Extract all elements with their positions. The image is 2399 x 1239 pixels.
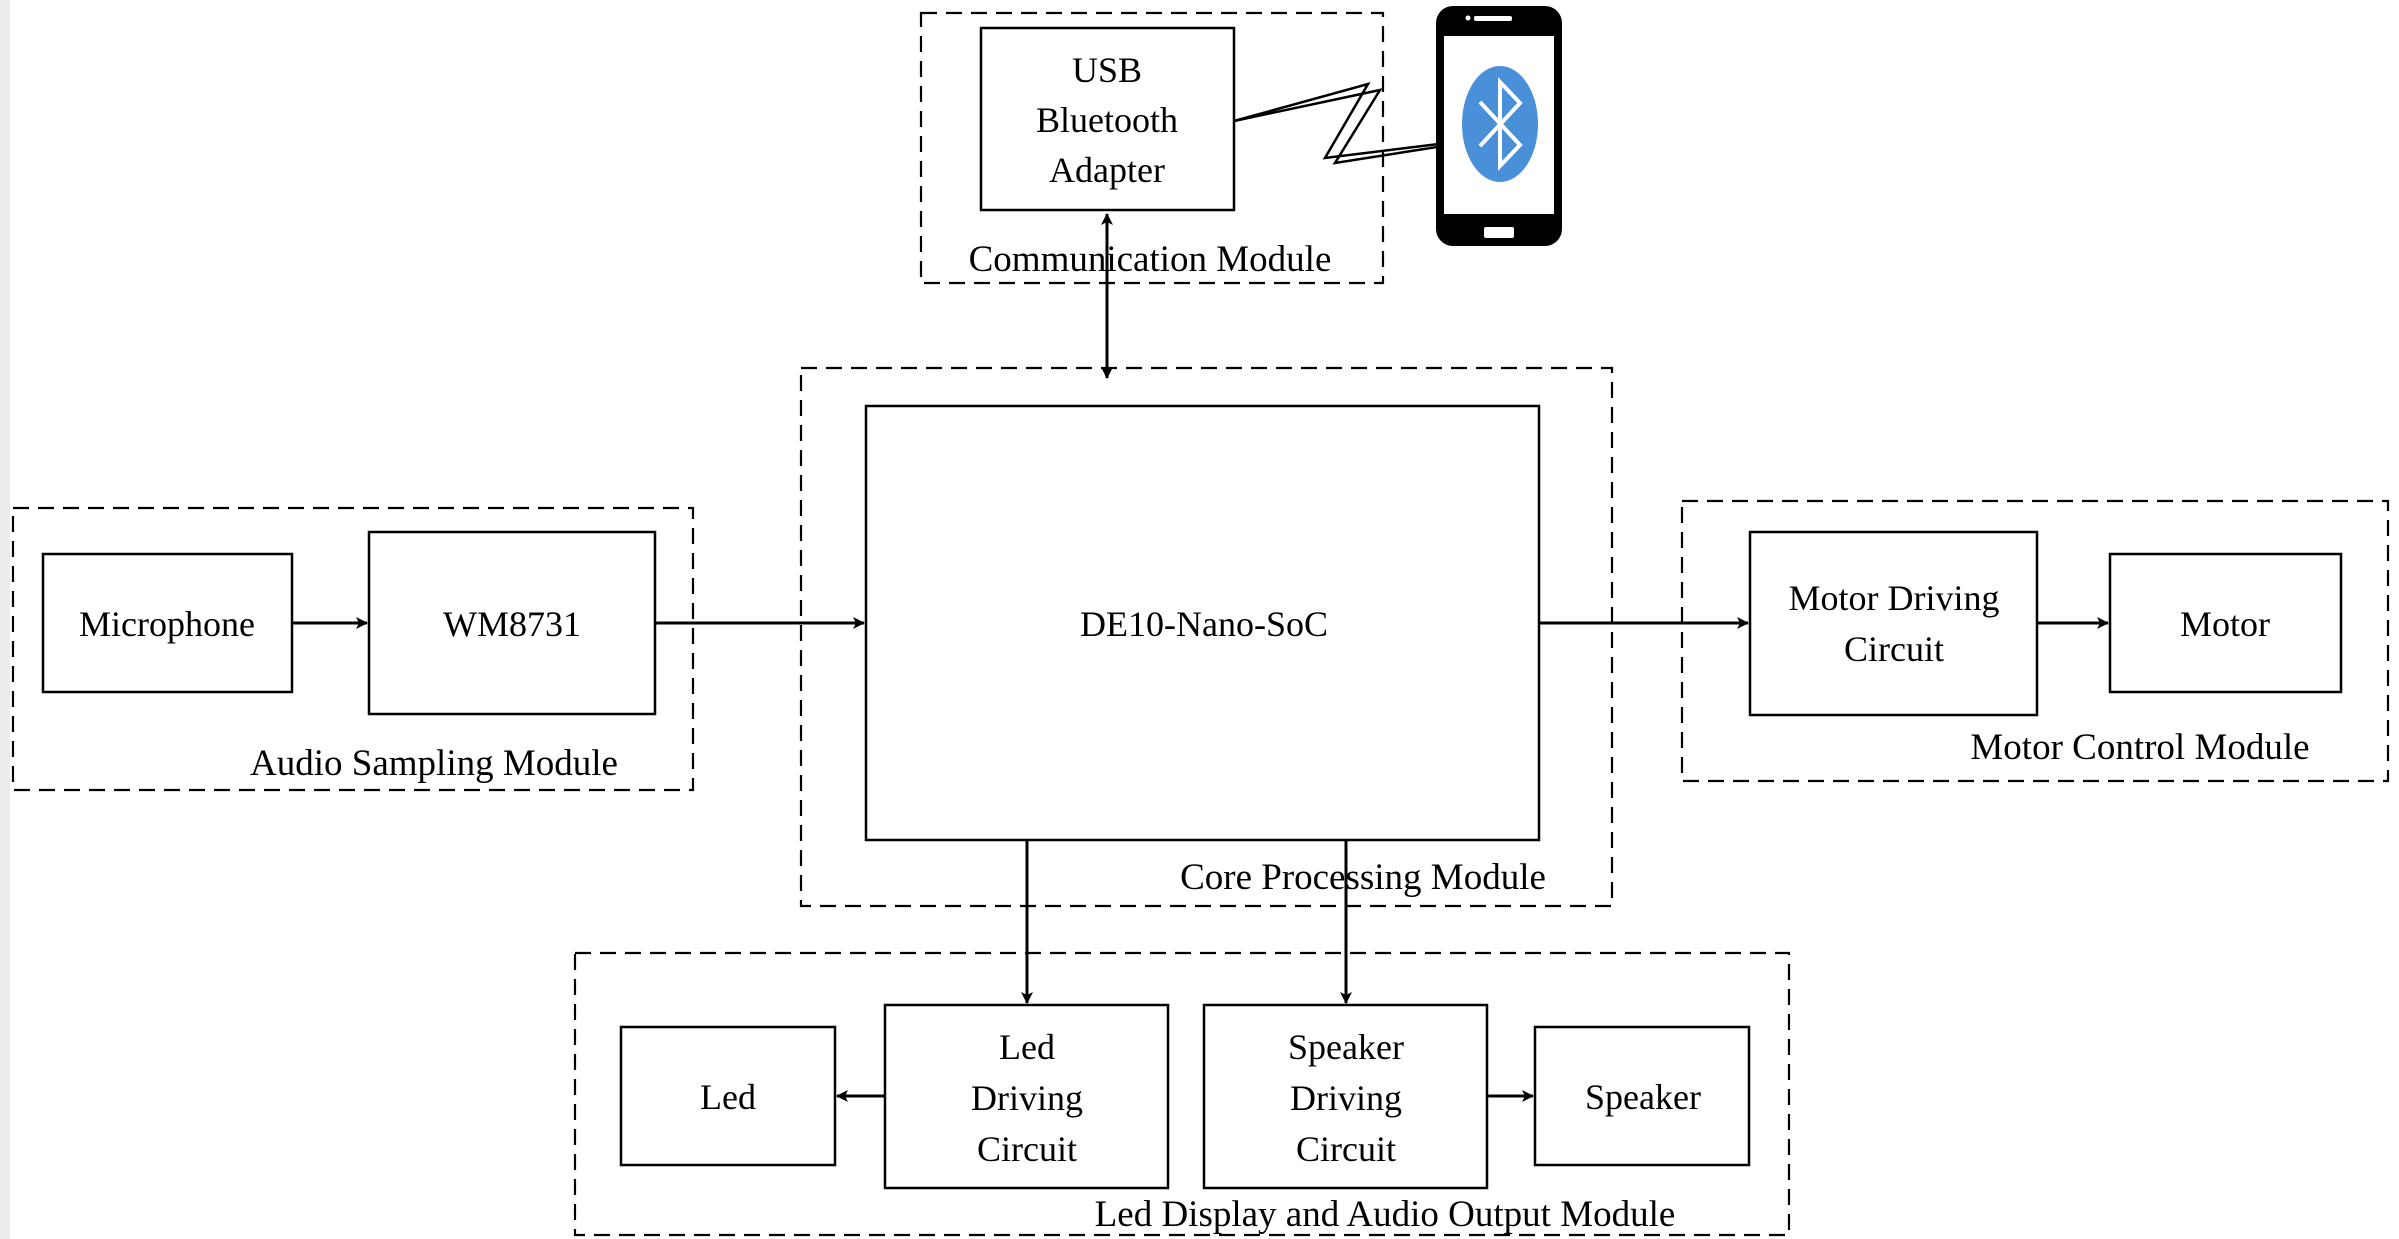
motor-driving-circuit-label-line1: Motor Driving — [1789, 578, 2000, 618]
communication-module-label: Communication Module — [969, 239, 1332, 280]
speaker-block — [1533, 1025, 1751, 1167]
audio-sampling-module-label: Audio Sampling Module — [250, 743, 618, 784]
audio-sampling-module: Microphone WM8731 Audio Sampling Module — [11, 506, 695, 792]
left-edge-strip — [0, 0, 10, 1239]
speaker-label: Speaker — [1585, 1077, 1701, 1117]
speaker-driving-circuit-block — [1202, 1003, 1489, 1190]
bluetooth-icon — [1462, 66, 1538, 182]
wireless-link — [1233, 88, 1521, 165]
wm8731-block — [367, 530, 657, 716]
led-driving-circuit-label-line3: Circuit — [977, 1129, 1077, 1169]
motor-control-module: Motor Driving Circuit Motor Motor Contro… — [1680, 499, 2390, 783]
led-audio-output-module: Led Led Driving Circuit Speaker Driving … — [573, 951, 1791, 1237]
core-processing-module: DE10-Nano-SoC Core Processing Module — [799, 366, 1614, 908]
de10-nano-soc-label: DE10-Nano-SoC — [1080, 604, 1328, 644]
wm8731-label: WM8731 — [443, 604, 581, 644]
usb-adapter-label-line2: Bluetooth — [1036, 100, 1178, 140]
communication-module: USB Bluetooth Adapter Communication Modu… — [919, 11, 1385, 285]
led-driving-circuit-label-line2: Driving — [971, 1078, 1083, 1118]
smartphone-icon — [1436, 6, 1562, 246]
speaker-driving-circuit-label-line3: Circuit — [1296, 1129, 1396, 1169]
de10-nano-soc-block — [864, 404, 1541, 842]
microphone-label: Microphone — [79, 604, 255, 644]
led-driving-circuit-block — [883, 1003, 1170, 1190]
usb-bluetooth-adapter-block — [979, 26, 1236, 212]
usb-adapter-label-line3: Adapter — [1049, 150, 1165, 190]
motor-control-module-label: Motor Control Module — [1970, 727, 2309, 768]
motor-block — [2108, 552, 2343, 694]
led-block — [619, 1025, 837, 1167]
speaker-driving-circuit-label-line1: Speaker — [1288, 1027, 1404, 1067]
usb-adapter-label-line1: USB — [1072, 50, 1142, 90]
speaker-driving-circuit-label-line2: Driving — [1290, 1078, 1402, 1118]
led-label: Led — [700, 1077, 756, 1117]
led-driving-circuit-label-line1: Led — [999, 1027, 1055, 1067]
led-audio-output-module-label: Led Display and Audio Output Module — [1095, 1194, 1676, 1235]
core-processing-module-label: Core Processing Module — [1180, 857, 1546, 898]
motor-label: Motor — [2180, 604, 2270, 644]
motor-driving-circuit-block — [1748, 530, 2039, 717]
motor-driving-circuit-label-line2: Circuit — [1844, 629, 1944, 669]
